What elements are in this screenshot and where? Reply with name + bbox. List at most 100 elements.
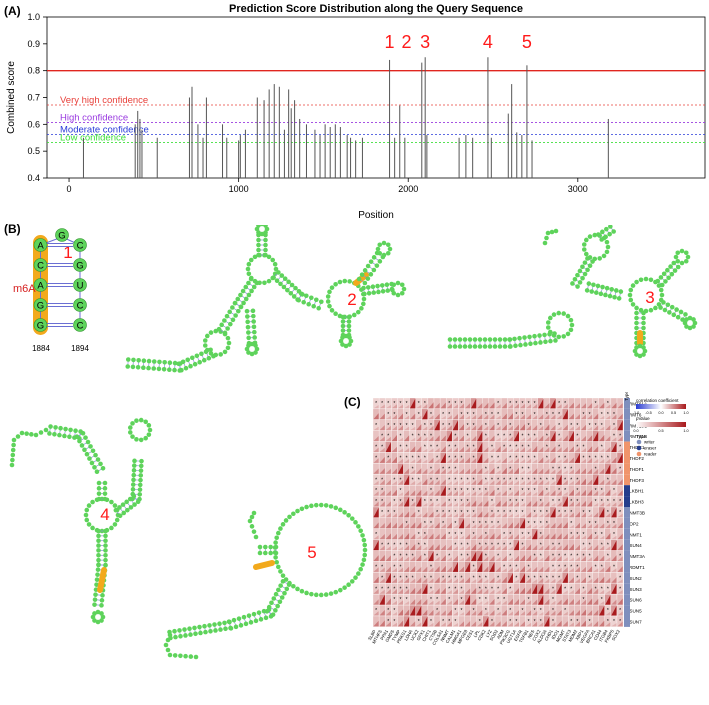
significance-star: * [552,619,554,625]
significance-star: * [454,445,456,451]
pvalue-triangle [574,534,580,540]
gene-label: GMDS [384,629,395,643]
significance-star: * [601,564,603,570]
significance-star: * [454,488,456,494]
pvalue-triangle [410,544,416,551]
significance-star: * [546,445,548,451]
type-annotation-cell [624,550,630,562]
pvalue-triangle [403,566,410,572]
significance-star: * [436,499,438,505]
nucleotide-dot [362,268,368,273]
legend-type-label: eraser [644,446,657,451]
pvalue-triangle [422,616,428,627]
significance-star: * [570,586,572,592]
pvalue-triangle [611,402,617,409]
significance-star: * [467,477,469,483]
significance-star: * [534,488,536,494]
nucleotide-dot [137,487,143,492]
pvalue-triangle [416,535,422,540]
loop-dot [309,503,314,509]
gene-label: CHIT1 [421,628,432,642]
y-tick-label: 0.5 [27,146,40,156]
pvalue-triangle [550,398,556,409]
nucleotide-dot [246,335,251,341]
pvalue-triangle [483,457,489,463]
confidence-label: Very high confidence [60,95,148,106]
significance-star: * [595,488,597,494]
loop-dot [127,425,133,430]
nucleotide-dot [208,347,213,353]
significance-star: * [399,543,401,549]
nucleotide-dot [93,592,98,597]
loop-dot [340,335,345,340]
nucleotide-dot [87,456,92,461]
nucleotide-dot [130,364,136,370]
significance-star: * [485,586,487,592]
correlation-heatmap: *********************TRMT61A************… [367,392,689,646]
significance-star: * [521,510,523,516]
pvalue-triangle [410,533,416,540]
loop-dot [565,313,571,319]
nucleotide-dot [206,355,212,361]
panel-a-label: (A) [4,4,21,18]
loop-dot [347,335,352,340]
pvalue-triangle [593,534,599,540]
significance-star: * [467,543,469,549]
loop-dot [361,537,367,543]
pvalue-triangle [532,529,538,540]
pvalue-triangle [397,578,404,583]
nucleotide-dot [512,336,517,342]
significance-star: * [595,466,597,472]
significance-star: * [399,434,401,440]
legend-pvalue-tick: 1.0 [683,429,688,433]
nucleotide-dot [85,439,91,445]
nucleotide-dot [666,275,671,281]
nucleotide-dot [246,280,251,286]
loop-dot [641,352,646,357]
loop-dot [333,281,338,287]
type-annotation-cell [624,583,630,595]
loop-dot [587,255,593,260]
pvalue-triangle [525,555,532,561]
significance-star: * [448,445,450,451]
pvalue-triangle [556,426,562,431]
nucleotide-dot [582,260,588,265]
pvalue-triangle [501,545,507,551]
pvalue-triangle [611,437,617,442]
pvalue-triangle [586,489,593,496]
nucleotide-dot [183,653,188,659]
significance-star: * [552,499,554,505]
nucleotide-dot [230,305,235,310]
pvalue-triangle [391,513,397,518]
pvalue-triangle [416,481,422,485]
significance-star: * [546,521,548,527]
loop-dot [337,279,343,285]
pvalue-triangle [532,424,538,431]
significance-star: * [595,401,597,407]
pvalue-triangle [471,479,477,485]
pvalue-triangle [373,436,379,442]
pvalue-triangle [410,480,416,485]
significance-star: * [491,412,493,418]
significance-star: * [497,477,499,483]
nucleotide-dot [19,430,25,436]
nucleotide-dot [278,583,283,588]
nucleotide-dot [96,486,102,491]
type-annotation-cell [624,507,630,518]
nucleotide-dot [263,252,268,258]
loop-dot [643,276,649,282]
significance-star: * [595,532,597,538]
site-number-1: 1 [63,243,72,262]
nucleotide-dot [246,330,251,335]
loop-dot [547,315,553,321]
type-annotation-cell [624,474,630,486]
pvalue-triangle [483,469,489,474]
significance-star: * [442,423,444,429]
pvalue-triangle [599,545,605,551]
gene-label: GPX1 [416,628,426,641]
loop-dot [568,317,574,323]
pvalue-triangle [538,468,544,474]
pvalue-triangle [483,611,489,616]
nucleotide-dot [533,340,538,346]
pvalue-triangle [410,446,416,452]
